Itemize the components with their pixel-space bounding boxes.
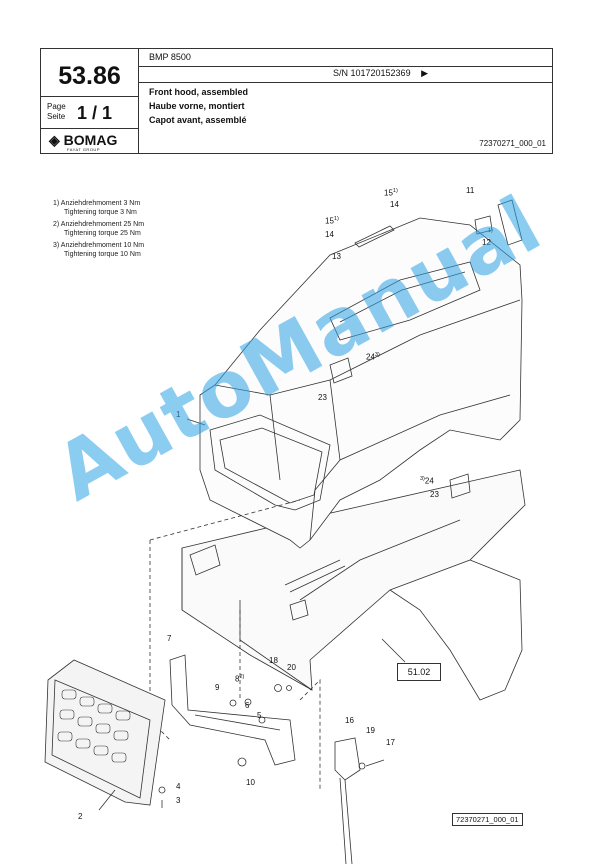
- note-item: 2) Anziehdrehmoment 25 Nm Tightening tor…: [53, 220, 144, 238]
- divider: [138, 82, 552, 83]
- note-english: Tightening torque 10 Nm: [64, 251, 141, 258]
- page-label-de: Seite: [47, 112, 66, 121]
- callout-23: 23: [430, 490, 439, 499]
- page-reference-link[interactable]: 51.02: [397, 663, 441, 681]
- divider: [138, 49, 139, 153]
- callout-19: 19: [366, 726, 375, 735]
- callout-11: 11: [466, 186, 475, 195]
- note-marker: 3): [420, 476, 425, 482]
- callout-24: 243): [366, 352, 380, 362]
- callout-4: 4: [176, 782, 181, 791]
- callout-12: 12: [482, 238, 491, 247]
- brand-subtitle: FAYAT GROUP: [67, 147, 100, 152]
- callout-number: 24: [424, 476, 434, 486]
- header-block: 53.86 Page Seite 1 / 1 ◈ BOMAG FAYAT GRO…: [40, 48, 553, 154]
- model-name: BMP 8500: [149, 52, 191, 62]
- brand-name: BOMAG: [63, 132, 118, 148]
- callout-3: 3: [176, 796, 181, 805]
- callout-17: 17: [386, 738, 395, 747]
- callout-8: 82): [235, 674, 244, 684]
- arrow-right-icon[interactable]: ▶: [421, 68, 429, 78]
- callout-13: 13: [332, 252, 341, 261]
- note-marker: 1): [488, 228, 493, 234]
- callout-18: 18: [269, 656, 278, 665]
- title-german: Haube vorne, montiert: [149, 101, 245, 111]
- divider: [138, 66, 552, 67]
- document-reference: 72370271_000_01: [479, 139, 546, 148]
- drawing-reference: 72370271_000_01: [452, 813, 523, 826]
- title-french: Capot avant, assemblé: [149, 115, 247, 125]
- note-german: Anziehdrehmoment 10 Nm: [60, 242, 145, 249]
- note-item: 3) Anziehdrehmoment 10 Nm Tightening tor…: [53, 241, 144, 259]
- note-marker: 1): [392, 188, 398, 194]
- serial-number[interactable]: S/N 101720152369 ▶: [333, 68, 428, 79]
- note-id: 3): [53, 242, 60, 249]
- note-marker: 3): [374, 352, 380, 358]
- note-item: 1) Anziehdrehmoment 3 Nm Tightening torq…: [53, 199, 144, 217]
- callout-24: 3)24: [420, 476, 434, 486]
- serial-text: S/N 101720152369: [333, 68, 411, 78]
- callout-14: 14: [390, 200, 399, 209]
- callout-23: 23: [318, 393, 327, 402]
- page-reference: 53.86: [58, 62, 121, 90]
- callout-number: 15: [325, 216, 334, 226]
- note-english: Tightening torque 25 Nm: [64, 230, 141, 237]
- divider: [41, 96, 138, 97]
- callout-number: 8: [235, 674, 240, 684]
- note-english: Tightening torque 3 Nm: [64, 209, 137, 216]
- callout-15: 151): [384, 188, 398, 198]
- note-marker: 1): [333, 216, 339, 222]
- callout-number: 15: [384, 188, 393, 198]
- callout-9: 9: [215, 683, 220, 692]
- callout-1: 1: [176, 410, 181, 419]
- callout-2: 2: [78, 812, 83, 821]
- note-id: 2): [53, 221, 60, 228]
- title-english: Front hood, assembled: [149, 87, 249, 97]
- callout-6: 6: [245, 701, 250, 710]
- page-number: 1 / 1: [77, 103, 113, 123]
- callout-15: 151): [325, 216, 339, 226]
- note-german: Anziehdrehmoment 25 Nm: [60, 221, 145, 228]
- torque-notes: 1) Anziehdrehmoment 3 Nm Tightening torq…: [53, 199, 144, 262]
- callout-20: 20: [287, 663, 296, 672]
- callout-7: 7: [167, 634, 172, 643]
- callout-number: 24: [366, 352, 375, 362]
- bomag-diamond-icon: ◈: [49, 132, 60, 148]
- note-german: Anziehdrehmoment 3 Nm: [60, 200, 141, 207]
- callout-16: 16: [345, 716, 354, 725]
- page-label: Page Seite: [47, 102, 66, 122]
- callout-10: 10: [246, 778, 255, 787]
- page-label-en: Page: [47, 102, 66, 111]
- divider: [41, 128, 138, 129]
- bomag-logo: ◈ BOMAG FAYAT GROUP: [49, 132, 117, 152]
- note-marker: 2): [239, 674, 245, 680]
- callout-5: 5: [257, 711, 262, 720]
- note-marker-12: 1): [488, 228, 493, 238]
- callout-14: 14: [325, 230, 334, 239]
- note-id: 1): [53, 200, 60, 207]
